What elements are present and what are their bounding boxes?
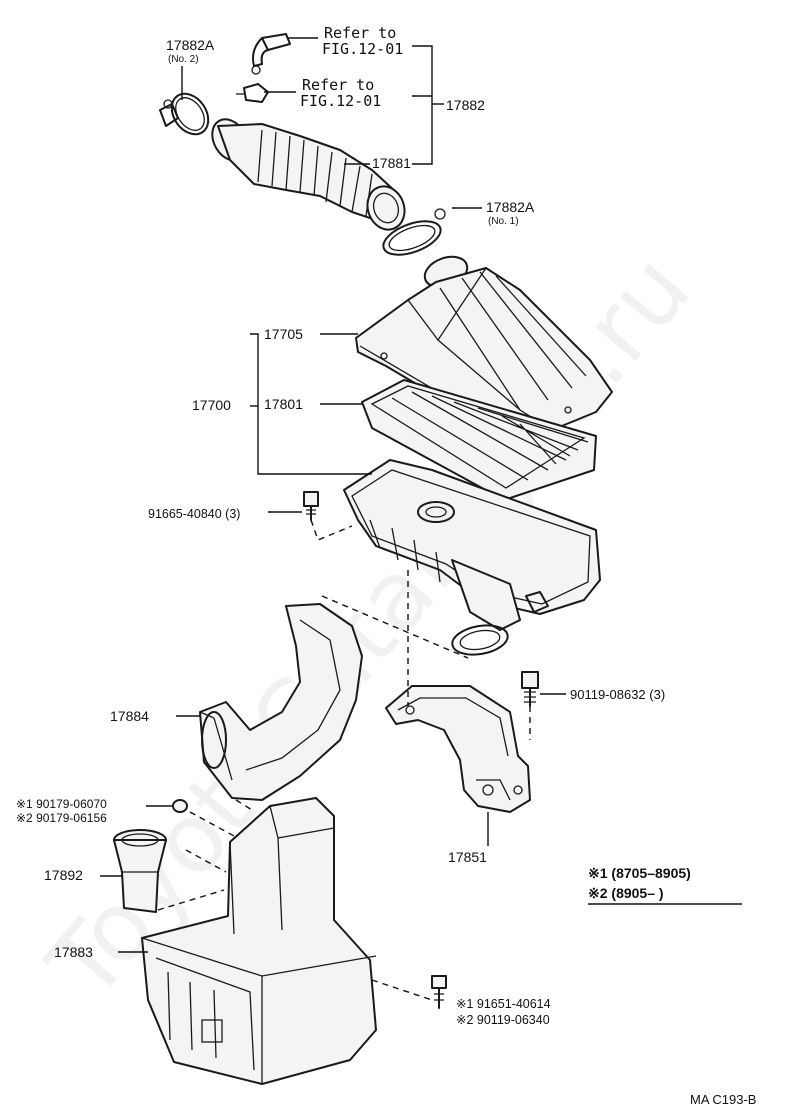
- label-17882a-no1-sub: (No. 1): [488, 216, 519, 227]
- legend-note1: ※1 (8705–8905): [588, 865, 691, 881]
- intake-hose-17881: [211, 118, 406, 231]
- bolt-91651: [431, 975, 447, 1009]
- bolt-90119-08632: [521, 671, 539, 707]
- label-17882a-no2: 17882A: [166, 37, 215, 53]
- label-note2-90179: ※2 90179-06156: [16, 811, 107, 825]
- label-17705: 17705: [264, 326, 303, 342]
- vacuum-hose-lower: [236, 83, 269, 103]
- hose-clamp-no1: [382, 208, 446, 256]
- label-refer-fig-2a: Refer to: [302, 76, 374, 94]
- label-17883: 17883: [54, 944, 93, 960]
- figure-code: MA C193-B: [690, 1092, 756, 1107]
- bolt-91665: [303, 491, 319, 521]
- intake-duct-17884: [199, 603, 363, 801]
- label-17884: 17884: [110, 708, 149, 724]
- grommet-90179: [172, 799, 188, 813]
- label-refer-fig-2b: FIG.12-01: [300, 92, 381, 110]
- leader-lines: [100, 37, 566, 953]
- air-cleaner-case-lower: [343, 459, 601, 656]
- label-17892: 17892: [44, 867, 83, 883]
- label-17882a-no1: 17882A: [486, 199, 535, 215]
- label-refer-fig-1b: FIG.12-01: [322, 40, 403, 58]
- legend-note2: ※2 (8905– ): [588, 885, 664, 901]
- bracket-17851: [385, 685, 531, 813]
- label-bolt-91665: 91665-40840 (3): [148, 507, 240, 521]
- resonator-17883: [141, 797, 377, 1085]
- resonator-cup-17892: [113, 829, 167, 913]
- label-bolt-90119-08632: 90119-08632 (3): [570, 687, 665, 702]
- air-cleaner-cap-17705: [355, 255, 613, 441]
- label-17882: 17882: [446, 97, 485, 113]
- dashed-guide-lines: [157, 519, 531, 1001]
- label-17851: 17851: [448, 849, 487, 865]
- label-17700: 17700: [192, 397, 231, 413]
- label-refer-fig-1a: Refer to: [324, 24, 396, 42]
- label-17801: 17801: [264, 396, 303, 412]
- label-17882a-no2-sub: (No. 2): [168, 54, 199, 65]
- filter-element-17801: [361, 379, 597, 501]
- label-note1-91651: ※1 91651-40614: [456, 997, 551, 1011]
- label-17881: 17881: [372, 155, 411, 171]
- label-note2-90119: ※2 90119-06340: [456, 1013, 550, 1027]
- label-note1-90179: ※1 90179-06070: [16, 797, 107, 811]
- vacuum-hose-upper: [251, 33, 291, 75]
- hose-clamp-no2: [159, 92, 210, 136]
